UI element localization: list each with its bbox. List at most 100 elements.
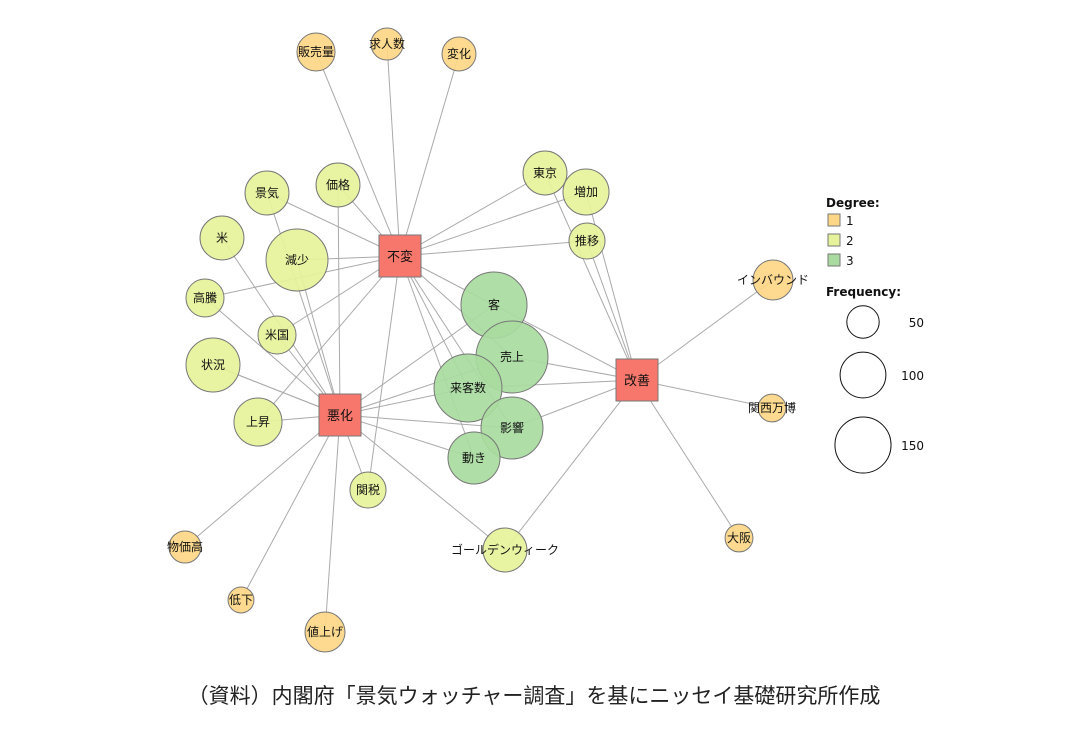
edge-line: [257, 255, 401, 423]
legend-frequency-circle: [839, 351, 887, 399]
legend-degree-swatch: [827, 213, 841, 227]
node-label: 大阪: [727, 531, 751, 545]
word-node: 低下: [227, 586, 255, 614]
node-label: 景気: [255, 185, 279, 200]
node-circle: [370, 27, 404, 61]
node-label: 売上: [500, 349, 524, 364]
node-label: ゴールデンウィーク: [451, 542, 559, 557]
legend-degree-label: 3: [846, 254, 854, 268]
word-node: 増加: [562, 168, 610, 216]
word-node: 関税: [349, 471, 387, 509]
node-label: 推移: [575, 234, 599, 248]
edge-line: [266, 192, 341, 416]
word-node: 上昇: [233, 397, 283, 447]
node-label: 求人数: [369, 36, 405, 51]
word-node: 推移: [568, 222, 606, 260]
word-node: 関西万博: [748, 393, 796, 423]
edge-line: [399, 172, 546, 257]
node-label: 物価高: [167, 539, 203, 554]
node-circle: [185, 278, 225, 318]
hub-square: [378, 234, 422, 278]
node-circle: [752, 259, 794, 301]
legend-frequency-label: 50: [909, 316, 924, 330]
legend-frequency-circle: [834, 416, 892, 474]
edge-line: [399, 240, 588, 257]
word-node: 価格: [315, 162, 361, 208]
edge-line: [324, 414, 341, 633]
word-node: ゴールデンウィーク: [451, 527, 559, 573]
word-node: 来客数: [433, 353, 503, 423]
node-label: インバウンド: [737, 273, 809, 287]
node-label: 変化: [447, 46, 471, 61]
node-label: 関税: [356, 483, 380, 497]
node-label: 低下: [229, 593, 253, 607]
edge-line: [504, 379, 638, 551]
node-circle: [199, 215, 245, 261]
edge-line: [636, 379, 773, 409]
node-circle: [433, 353, 503, 423]
edge-line: [585, 191, 638, 381]
node-label: 動き: [462, 451, 486, 465]
hub-square: [318, 393, 362, 437]
word-node: 変化: [441, 36, 477, 72]
word-node: 物価高: [167, 530, 203, 564]
node-circle: [757, 393, 787, 423]
edge-line: [636, 379, 740, 539]
node-circle: [257, 315, 297, 355]
node-circle: [441, 36, 477, 72]
legend-frequency-label: 100: [901, 369, 924, 383]
node-label: 影響: [500, 420, 524, 435]
node-label: 来客数: [450, 380, 486, 395]
edge-line: [399, 53, 460, 257]
hub-label: 不変: [387, 249, 413, 265]
hub-node: 悪化: [318, 393, 362, 437]
legend-degree-label: 2: [846, 234, 854, 248]
node-label: 高騰: [193, 290, 217, 305]
legend-frequency-label: 150: [901, 439, 924, 453]
node-label: 米国: [265, 328, 289, 342]
node-label: 増加: [574, 185, 598, 199]
node-circle: [233, 397, 283, 447]
word-node: 状況: [185, 337, 241, 393]
word-node: インバウンド: [737, 259, 809, 301]
edge-line: [204, 297, 341, 416]
nodes: 販売量求人数変化東京増加推移景気価格米減少高騰米国状況上昇関税物価高低下値上げゴ…: [167, 27, 809, 653]
edge-line: [636, 279, 774, 381]
node-label: 客: [488, 297, 500, 312]
node-label: 販売量: [298, 44, 334, 59]
node-label: 東京: [533, 166, 557, 180]
word-node: 米国: [257, 315, 297, 355]
node-label: 減少: [285, 252, 309, 267]
word-node: 東京: [522, 150, 568, 196]
node-circle: [227, 586, 255, 614]
node-circle: [304, 611, 346, 653]
node-circle: [244, 170, 290, 216]
legend-degree-swatch: [827, 233, 841, 247]
word-node: 米: [199, 215, 245, 261]
edge-line: [266, 192, 401, 257]
word-node: 動き: [447, 431, 501, 485]
word-node: 求人数: [369, 27, 405, 61]
word-node: 影響: [480, 396, 544, 460]
word-node: 高騰: [185, 278, 225, 318]
node-circle: [296, 32, 336, 72]
node-circle: [568, 222, 606, 260]
node-label: 米: [216, 231, 228, 245]
node-circle: [349, 471, 387, 509]
hub-label: 悪化: [327, 409, 353, 424]
edge-line: [399, 191, 587, 257]
edge-line: [339, 414, 506, 551]
node-label: 価格: [326, 177, 350, 192]
hub-label: 改善: [624, 373, 650, 389]
node-label: 関西万博: [748, 400, 796, 415]
node-circle: [562, 168, 610, 216]
legend-frequency-circle: [846, 305, 880, 339]
node-circle: [185, 337, 241, 393]
edge-line: [240, 414, 341, 601]
legend-degree-swatch: [827, 253, 841, 267]
edge-line: [337, 184, 341, 416]
hub-node: 不変: [378, 234, 422, 278]
word-node: 大阪: [724, 523, 754, 553]
